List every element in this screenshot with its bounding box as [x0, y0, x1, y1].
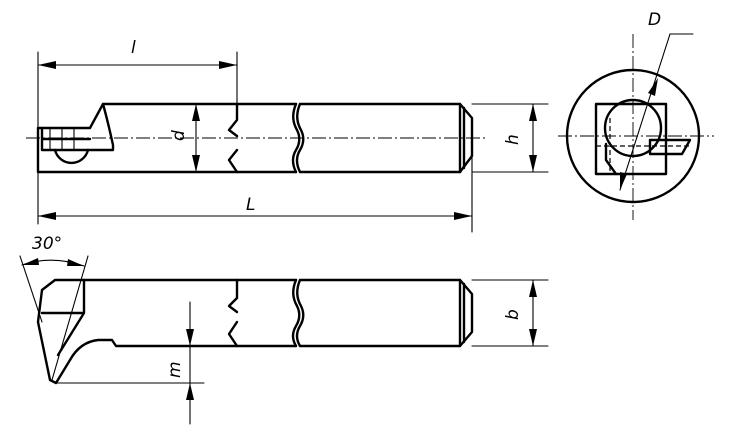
end-view-insert	[604, 138, 692, 176]
dim-m-label: m	[165, 361, 185, 378]
side-view-groove	[227, 278, 239, 348]
side-view-insert	[40, 278, 86, 357]
top-view-break-left	[291, 102, 301, 174]
dim-m-arrow-bottom	[186, 383, 194, 400]
top-view-insert-circle	[53, 148, 90, 165]
side-view-break-right	[295, 278, 305, 348]
dim-d-arrow-top	[192, 104, 200, 121]
top-view-break-right	[295, 102, 305, 174]
dim-l-arrow-left	[38, 61, 56, 69]
dim-b-arrow-top	[529, 280, 537, 297]
dim-D-arrow-top	[648, 78, 658, 96]
dim-angle-arrow-left	[22, 258, 39, 265]
dim-b-arrow-bottom	[529, 329, 537, 346]
top-view-insert-hatch	[49, 127, 75, 151]
side-view-break-left	[291, 278, 301, 348]
dim-L-arrow-left	[38, 212, 56, 220]
end-view-diameter-leader	[619, 33, 694, 191]
dim-m-arrow-top	[186, 329, 194, 346]
dim-l-arrow-right	[219, 61, 237, 69]
dim-angle-label: 30°	[32, 234, 62, 254]
dim-l-extension	[37, 51, 238, 129]
side-view-body-outline	[36, 278, 474, 385]
dim-b-label: b	[503, 309, 523, 320]
top-view: l L d h	[26, 38, 549, 233]
dim-h-extension	[471, 103, 549, 173]
dim-L-arrow-right	[454, 212, 472, 220]
end-view: D	[558, 10, 714, 220]
dim-D-arrow-bottom	[620, 172, 627, 190]
dim-d-arrow-bottom	[192, 155, 200, 172]
side-view-chamfer	[458, 278, 466, 348]
dim-L-label: L	[246, 195, 255, 215]
dim-b-extension	[471, 279, 549, 347]
end-view-inner-circle	[603, 98, 663, 158]
dim-angle-extension	[19, 255, 89, 381]
dim-h-arrow-bottom	[529, 155, 537, 172]
side-view: b m 30°	[19, 234, 549, 425]
dim-h-arrow-top	[529, 104, 537, 121]
dim-L-extension	[37, 155, 473, 233]
top-view-chamfer	[458, 102, 466, 174]
dim-h-label: h	[503, 134, 523, 145]
dim-d-label: d	[169, 130, 189, 141]
dim-l-label: l	[131, 38, 136, 58]
dim-angle-arrow-right	[67, 259, 84, 266]
end-view-hidden-lines	[596, 118, 690, 174]
top-view-groove	[227, 102, 239, 174]
dim-D-label: D	[648, 10, 661, 30]
